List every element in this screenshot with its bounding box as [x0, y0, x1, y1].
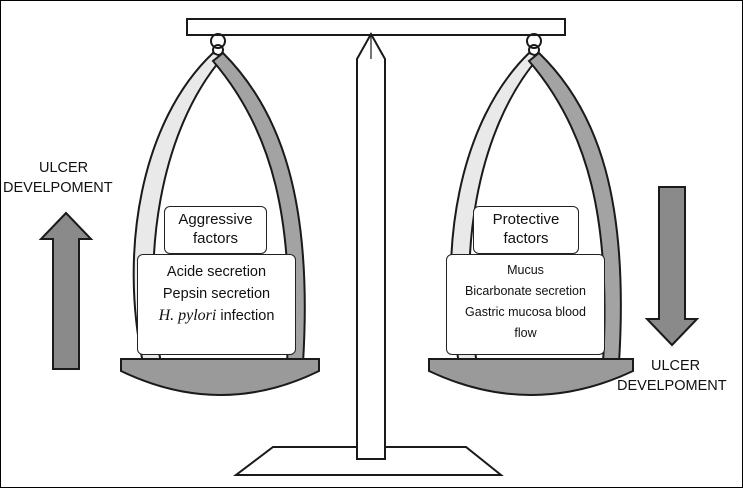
- right-ulcer-line2: DEVELPOMENT: [617, 378, 727, 394]
- aggressive-factors-list: Acide secretion Pepsin secretion H. pylo…: [137, 254, 296, 355]
- protective-heading-line1: Protective: [492, 211, 560, 228]
- scale-post: [356, 31, 386, 460]
- protective-heading-line2: factors: [503, 230, 549, 247]
- aggressive-heading-line1: Aggressive: [178, 211, 253, 228]
- right-pan: [428, 358, 634, 396]
- left-pan: [120, 358, 320, 396]
- factor-gastric-mucosa-blood: Gastric mucosa blood: [465, 305, 586, 319]
- left-ulcer-line2: DEVELPOMENT: [3, 180, 113, 196]
- up-arrow: [38, 211, 94, 370]
- factor-acid-secretion: Acide secretion: [166, 264, 267, 280]
- factor-pepsin-secretion: Pepsin secretion: [162, 286, 271, 302]
- down-arrow: [644, 186, 700, 347]
- factor-mucus: Mucus: [507, 263, 544, 277]
- aggressive-factors-heading: Aggressive factors: [164, 206, 267, 254]
- scale-base: [233, 446, 504, 476]
- factor-bicarbonate-secretion: Bicarbonate secretion: [465, 284, 586, 298]
- infection-text: infection: [216, 308, 275, 324]
- h-pylori-italic: H. pylori: [158, 307, 217, 324]
- protective-factors-list: Mucus Bicarbonate secretion Gastric muco…: [446, 254, 605, 355]
- protective-factors-heading: Protective factors: [473, 206, 579, 254]
- aggressive-heading-line2: factors: [192, 230, 238, 247]
- right-ulcer-line1: ULCER: [651, 358, 701, 374]
- scale-beam: [186, 18, 566, 36]
- factor-flow: flow: [514, 326, 537, 340]
- left-ulcer-label: ULCER DEVELPOMENT: [3, 158, 133, 198]
- left-ulcer-line1: ULCER: [39, 160, 89, 176]
- right-ulcer-label: ULCER DEVELPOMENT: [617, 356, 742, 396]
- factor-h-pylori-infection: H. pylori infection: [138, 305, 295, 327]
